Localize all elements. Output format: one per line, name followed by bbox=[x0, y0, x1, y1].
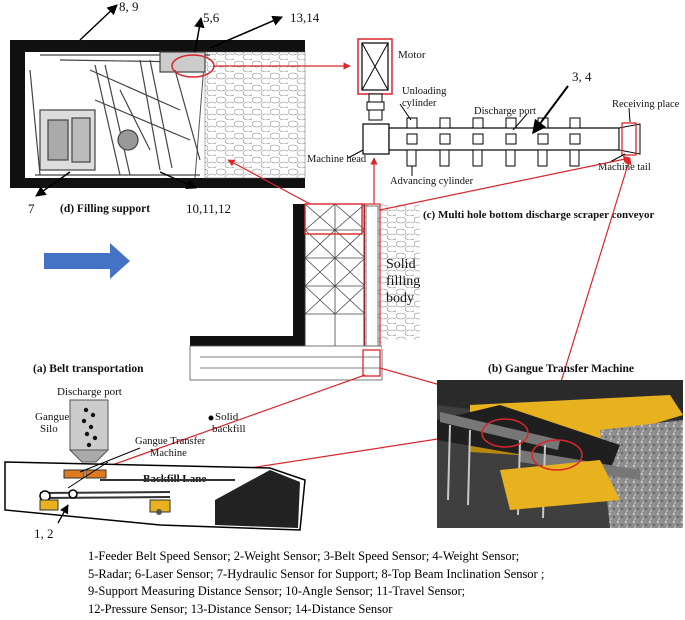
flow-arrow-icon bbox=[44, 243, 130, 279]
gangue-silo bbox=[69, 399, 109, 451]
callout-sensors-8-9: 8, 9 bbox=[119, 0, 139, 14]
label-solid-backfill-1: Solid bbox=[215, 411, 239, 423]
callout-sensors-10-11-12: 10,11,12 bbox=[186, 201, 231, 216]
label-advancing-cylinder: Advancing cylinder bbox=[390, 176, 474, 187]
label-solid-filling-2: filling bbox=[386, 274, 420, 289]
filling-cross-section: Solid filling body bbox=[189, 203, 420, 381]
label-discharge-port: Discharge port bbox=[474, 106, 536, 117]
label-gangue-transfer-2: Machine bbox=[150, 448, 187, 459]
link-arrow-to-machine-tail bbox=[379, 155, 631, 211]
label-gangue-silo-1: Gangue bbox=[35, 411, 69, 423]
legend-line-3: 9-Support Measuring Distance Sensor; 10-… bbox=[88, 584, 466, 598]
machine-head-box bbox=[362, 123, 390, 155]
belt-transport-panel: (a) Belt transportation Discharge port G… bbox=[4, 363, 306, 541]
label-unloading-cylinder-1: Unloading bbox=[402, 86, 447, 97]
legend-line-4: 12-Pressure Sensor; 13-Distance Sensor; … bbox=[88, 601, 393, 616]
caption-belt: (a) Belt transportation bbox=[33, 363, 144, 375]
caption-gangue-transfer: (b) Gangue Transfer Machine bbox=[488, 363, 634, 375]
callout-sensor-7: 7 bbox=[28, 201, 35, 216]
label-solid-backfill-2: backfill bbox=[212, 423, 246, 435]
support-machinery bbox=[29, 51, 210, 176]
caption-conveyor: (c) Multi hole bottom discharge scraper … bbox=[423, 209, 654, 221]
label-motor: Motor bbox=[398, 49, 426, 61]
unloading-cylinder-row bbox=[406, 117, 581, 129]
callout-sensors-1-2: 1, 2 bbox=[34, 526, 54, 541]
filling-support-panel: 8, 9 5,6 13,14 7 10,11,12 (d) Filling su… bbox=[10, 0, 320, 216]
label-receiving-place: Receiving place bbox=[612, 99, 680, 110]
label-gangue-silo-2: Silo bbox=[40, 423, 58, 435]
caption-filling-support: (d) Filling support bbox=[60, 203, 150, 215]
link-arrow-to-support bbox=[227, 159, 311, 205]
sensor-legend: 1-Feeder Belt Speed Sensor; 2-Weight Sen… bbox=[88, 548, 678, 618]
label-machine-tail: Machine tail bbox=[598, 162, 651, 173]
legend-line-1: 1-Feeder Belt Speed Sensor; 2-Weight Sen… bbox=[88, 549, 520, 563]
callout-sensors-5-6: 5,6 bbox=[203, 10, 220, 25]
gangue-transfer-photo: (b) Gangue Transfer Machine bbox=[437, 363, 683, 528]
callout-sensors-3-4: 3, 4 bbox=[572, 69, 592, 84]
label-gangue-transfer-1: Gangue Transfer bbox=[135, 436, 206, 447]
legend-line-2: 5-Radar; 6-Laser Sensor; 7-Hydraulic Sen… bbox=[88, 566, 545, 581]
label-discharge-port-belt: Discharge port bbox=[57, 386, 122, 398]
link-arrow-to-belt bbox=[97, 374, 366, 472]
link-line-belt-to-transfer bbox=[249, 433, 471, 469]
advancing-cylinder-row bbox=[406, 149, 580, 167]
conveyor-body bbox=[388, 127, 620, 151]
label-solid-filling-1: Solid bbox=[386, 257, 416, 272]
label-unloading-cylinder-2: cylinder bbox=[402, 98, 437, 109]
label-machine-head: Machine head bbox=[307, 154, 367, 165]
label-solid-filling-3: body bbox=[386, 291, 414, 306]
callout-sensors-13-14: 13,14 bbox=[290, 10, 320, 25]
scraper-conveyor-panel: Motor Unloading cylinder Discharge port … bbox=[307, 38, 680, 221]
